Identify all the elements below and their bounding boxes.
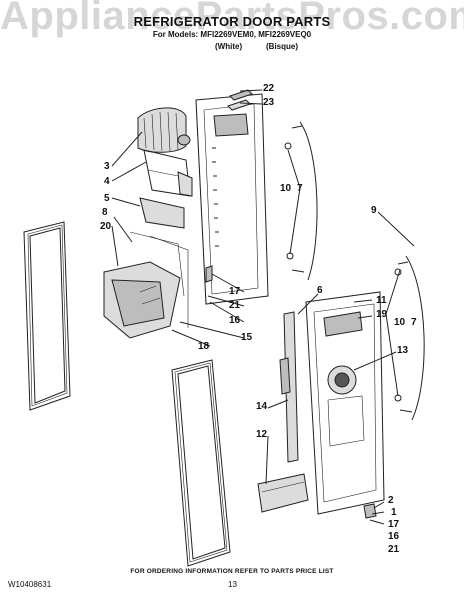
callout-7-left: 7 xyxy=(297,183,303,194)
callout-10-left: 10 xyxy=(280,183,292,194)
callout-2: 2 xyxy=(388,495,394,506)
door-gasket-right xyxy=(171,359,231,567)
variant-white: (White) xyxy=(215,42,243,51)
page-title: REFRIGERATOR DOOR PARTS xyxy=(133,14,331,29)
callout-1: 1 xyxy=(391,507,397,518)
variant-bisque: (Bisque) xyxy=(266,42,298,51)
callout-20: 20 xyxy=(100,221,112,232)
callout-12: 12 xyxy=(256,429,268,440)
leader-lines xyxy=(111,89,415,525)
callout-11: 11 xyxy=(376,295,387,306)
model-list: For Models: MFI2269VEM0, MFI2269VEQ0 xyxy=(152,30,312,39)
callout-21-left: 21 xyxy=(229,300,241,311)
callout-7-right: 7 xyxy=(411,317,417,328)
callout-16-left: 16 xyxy=(229,315,241,326)
callout-3: 3 xyxy=(104,161,110,172)
callout-14: 14 xyxy=(256,401,268,412)
page-number: 13 xyxy=(228,580,237,589)
ice-dispenser-housing xyxy=(103,231,189,339)
door-gasket-left xyxy=(23,221,71,411)
top-hinge-parts xyxy=(227,89,253,111)
callout-13: 13 xyxy=(397,345,409,356)
document-number: W10408631 xyxy=(8,580,52,589)
callout-17-left: 17 xyxy=(229,286,241,297)
callout-8: 8 xyxy=(102,207,108,218)
dairy-door xyxy=(137,107,191,153)
callout-5: 5 xyxy=(104,193,110,204)
ordering-info-note: FOR ORDERING INFORMATION REFER TO PARTS … xyxy=(130,568,334,575)
door-handle-left xyxy=(284,121,318,281)
callout-23: 23 xyxy=(263,97,275,108)
watermark-logo: AppliancePartsPros.com xyxy=(0,0,464,38)
callout-9: 9 xyxy=(371,205,377,216)
door-bin-upper xyxy=(143,149,193,197)
callout-6: 6 xyxy=(317,285,323,296)
door-bin-small xyxy=(139,197,185,229)
callout-10-right: 10 xyxy=(394,317,406,328)
callout-19: 19 xyxy=(376,309,388,320)
callout-18: 18 xyxy=(198,341,210,352)
callout-15: 15 xyxy=(241,332,253,343)
callout-17-right: 17 xyxy=(388,519,400,530)
door-handle-right xyxy=(394,255,425,421)
callout-22: 22 xyxy=(263,83,275,94)
door-liner-right xyxy=(305,291,385,515)
door-bin-bottom xyxy=(257,473,309,513)
callout-4: 4 xyxy=(104,176,110,187)
bottom-hinge-parts xyxy=(205,265,377,519)
callout-21-right: 21 xyxy=(388,544,400,555)
water-tube-rail xyxy=(279,311,299,463)
callout-16-right: 16 xyxy=(388,531,400,542)
